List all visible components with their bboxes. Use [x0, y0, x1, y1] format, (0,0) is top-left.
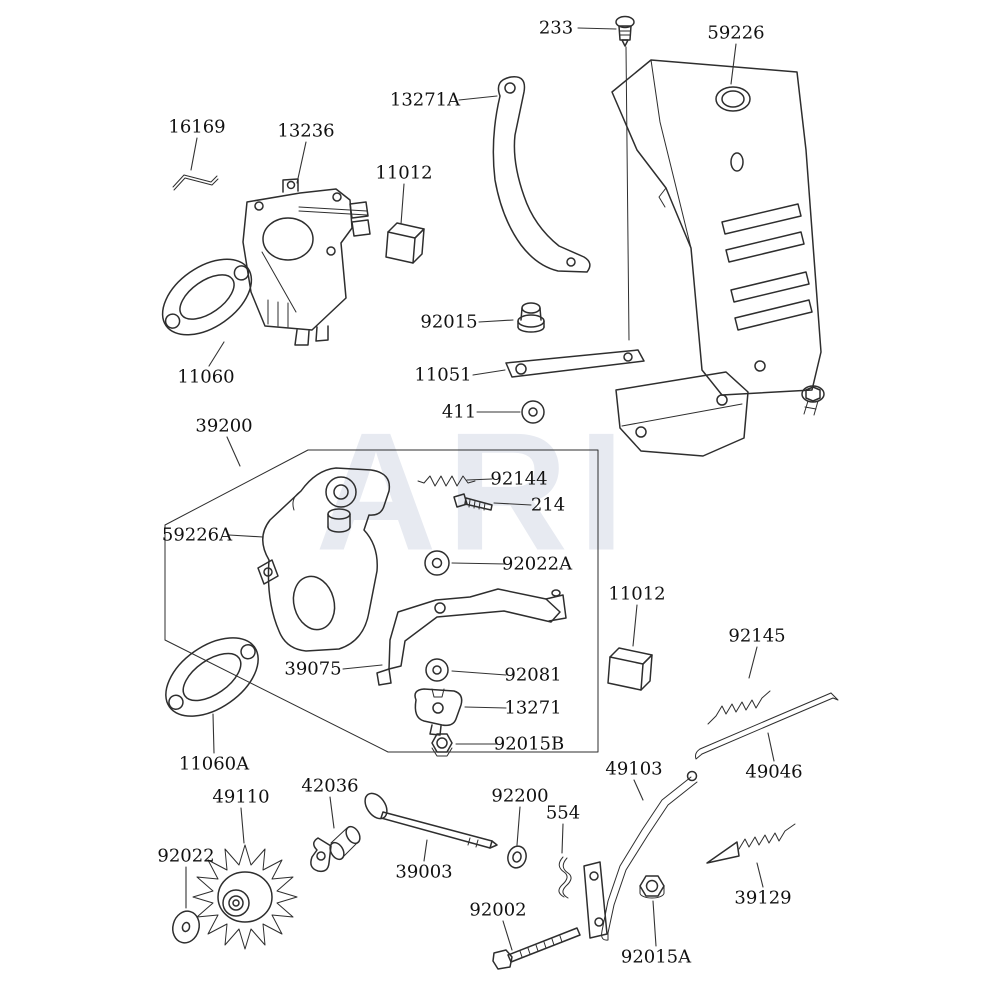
part-label-92200[interactable]: 92200 — [491, 785, 549, 807]
clamp-42036 — [310, 825, 361, 873]
washer-92022A — [424, 550, 450, 576]
part-label-42036[interactable]: 42036 — [301, 775, 359, 797]
group-box-39200 — [164, 449, 599, 753]
part-label-92144[interactable]: 92144 — [490, 468, 548, 490]
spring-39129 — [706, 823, 796, 864]
part-label-92022A[interactable]: 92022A — [501, 553, 573, 575]
bolt-233-right — [801, 385, 825, 416]
part-label-92002[interactable]: 92002 — [469, 899, 527, 921]
gasket-11060 — [161, 258, 253, 336]
part-label-92022[interactable]: 92022 — [157, 845, 215, 867]
washer-92081 — [425, 658, 449, 682]
washer-411 — [521, 400, 545, 424]
part-label-11012-right[interactable]: 11012 — [608, 583, 666, 605]
part-label-92015[interactable]: 92015 — [420, 311, 478, 333]
spring-92144 — [417, 475, 476, 487]
nut-92015B — [431, 733, 453, 757]
part-label-92015A[interactable]: 92015A — [620, 946, 692, 968]
cover-59226 — [611, 59, 822, 396]
part-label-49046[interactable]: 49046 — [745, 761, 803, 783]
part-label-13271[interactable]: 13271 — [504, 697, 562, 719]
washer-92200 — [507, 845, 527, 869]
part-label-59226[interactable]: 59226 — [707, 22, 765, 44]
part-label-49110[interactable]: 49110 — [212, 786, 270, 808]
part-label-39129[interactable]: 39129 — [734, 887, 792, 909]
pin-554 — [558, 856, 572, 899]
leader-lines — [185, 27, 775, 951]
part-label-92145[interactable]: 92145 — [728, 625, 786, 647]
rod-39003 — [364, 792, 498, 849]
part-label-233-top[interactable]: 233 — [538, 17, 574, 39]
part-label-554[interactable]: 554 — [545, 802, 581, 824]
spring-92145 — [707, 690, 771, 725]
part-label-16169[interactable]: 16169 — [168, 116, 226, 138]
part-label-411[interactable]: 411 — [441, 401, 477, 423]
grommet-11012-top — [385, 222, 425, 264]
part-label-13236[interactable]: 13236 — [277, 120, 335, 142]
bracket-13271A — [492, 76, 591, 273]
part-label-49103[interactable]: 49103 — [605, 758, 663, 780]
plate-11051 — [505, 349, 749, 457]
part-label-11012-top[interactable]: 11012 — [375, 162, 433, 184]
rod-16169 — [172, 174, 219, 191]
nut-92015 — [517, 302, 545, 333]
washer-92022 — [172, 910, 200, 944]
screw-214 — [453, 493, 493, 511]
watermark: ARI — [315, 397, 635, 586]
part-label-214[interactable]: 214 — [530, 494, 566, 516]
rod-49046 — [695, 692, 839, 760]
part-label-11060A[interactable]: 11060A — [178, 753, 250, 775]
nut-92015A — [639, 875, 665, 899]
gear-49110 — [192, 844, 298, 950]
part-label-39200[interactable]: 39200 — [195, 415, 253, 437]
bracket-13236 — [242, 178, 371, 346]
part-label-92015B[interactable]: 92015B — [493, 733, 565, 755]
part-label-11060[interactable]: 11060 — [177, 366, 235, 388]
part-label-13271A[interactable]: 13271A — [389, 89, 461, 111]
part-label-39075[interactable]: 39075 — [284, 658, 342, 680]
gasket-11060A — [165, 637, 259, 717]
part-label-92081[interactable]: 92081 — [504, 664, 562, 686]
part-label-39003[interactable]: 39003 — [395, 861, 453, 883]
plate-13271 — [414, 688, 463, 736]
grommet-11012-right — [607, 647, 653, 691]
bracket-59226A — [257, 467, 391, 652]
lever-39075 — [376, 588, 567, 686]
bolt-233-top — [615, 15, 635, 341]
part-label-59226A[interactable]: 59226A — [161, 524, 233, 546]
part-label-11051[interactable]: 11051 — [414, 364, 472, 386]
bolt-92002 — [492, 927, 581, 970]
rod-49103 — [583, 770, 698, 941]
